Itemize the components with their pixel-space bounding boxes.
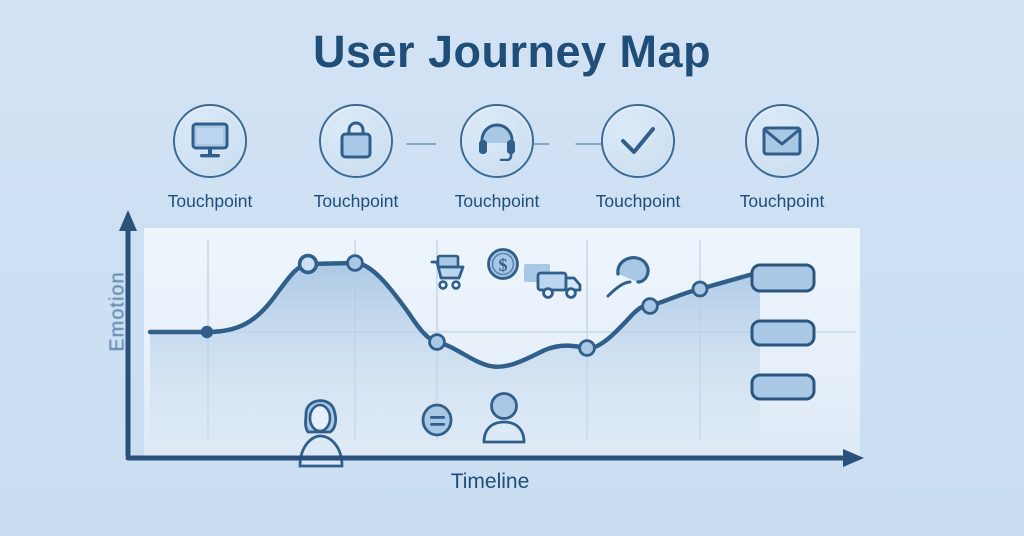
headset-icon: [479, 123, 515, 161]
touchpoint-row: Touchpoint Touchpoint Touc: [0, 104, 1024, 222]
person-avatar-icon: [298, 399, 344, 468]
touchpoint-circle-2[interactable]: [319, 104, 393, 178]
touchpoint-item-4[interactable]: Touchpoint: [568, 104, 708, 212]
touchpoint-label-2: Touchpoint: [313, 191, 399, 211]
data-point[interactable]: [346, 254, 364, 272]
placeholder-bar[interactable]: [750, 319, 816, 347]
touchpoint-circle-5[interactable]: [745, 104, 819, 178]
touchpoint-label-3: Touchpoint: [454, 191, 540, 211]
x-axis-label: Timeline: [450, 470, 530, 493]
plot-panel: [144, 228, 860, 458]
touchpoint-item-3[interactable]: Touchpoint: [427, 104, 567, 212]
data-points[interactable]: [200, 253, 709, 357]
grid-lines: [207, 240, 701, 440]
x-axis: [125, 449, 864, 467]
touchpoint-item-2[interactable]: Touchpoint: [286, 104, 426, 212]
equals-badge-icon: [421, 403, 453, 437]
emotion-area-fill: [150, 263, 760, 440]
placeholder-bars[interactable]: [750, 263, 816, 401]
touchpoint-circle-4[interactable]: [601, 104, 675, 178]
page-title: User Journey Map: [312, 26, 712, 77]
user-icon: [482, 392, 526, 444]
touchpoint-label-1: Touchpoint: [167, 191, 253, 211]
placeholder-bar[interactable]: [750, 263, 816, 293]
touchpoint-label-4: Touchpoint: [595, 191, 681, 211]
monitor-icon: [191, 122, 229, 158]
check-icon: [621, 127, 655, 154]
y-axis-label: Emotion: [106, 271, 129, 352]
shopping-cart-icon: [430, 254, 465, 290]
envelope-icon: [762, 126, 802, 156]
touchpoint-circle-1[interactable]: [173, 104, 247, 178]
data-point[interactable]: [297, 253, 319, 275]
data-point[interactable]: [691, 280, 709, 298]
data-point[interactable]: [641, 297, 659, 315]
return-arrow-icon: [606, 256, 650, 298]
data-point[interactable]: [428, 333, 446, 351]
touchpoint-item-1[interactable]: Touchpoint: [140, 104, 280, 212]
dollar-coin-icon: $: [487, 248, 519, 280]
touchpoint-label-5: Touchpoint: [739, 191, 825, 211]
svg-text:$: $: [499, 255, 508, 275]
emotion-curve-line: [147, 260, 763, 369]
placeholder-bar[interactable]: [750, 373, 816, 401]
data-point[interactable]: [200, 325, 214, 339]
delivery-truck-icon: [524, 264, 582, 299]
touchpoint-circle-3[interactable]: [460, 104, 534, 178]
touchpoint-item-5[interactable]: Touchpoint: [712, 104, 852, 212]
shopping-bag-icon: [340, 121, 372, 159]
data-point[interactable]: [578, 339, 596, 357]
